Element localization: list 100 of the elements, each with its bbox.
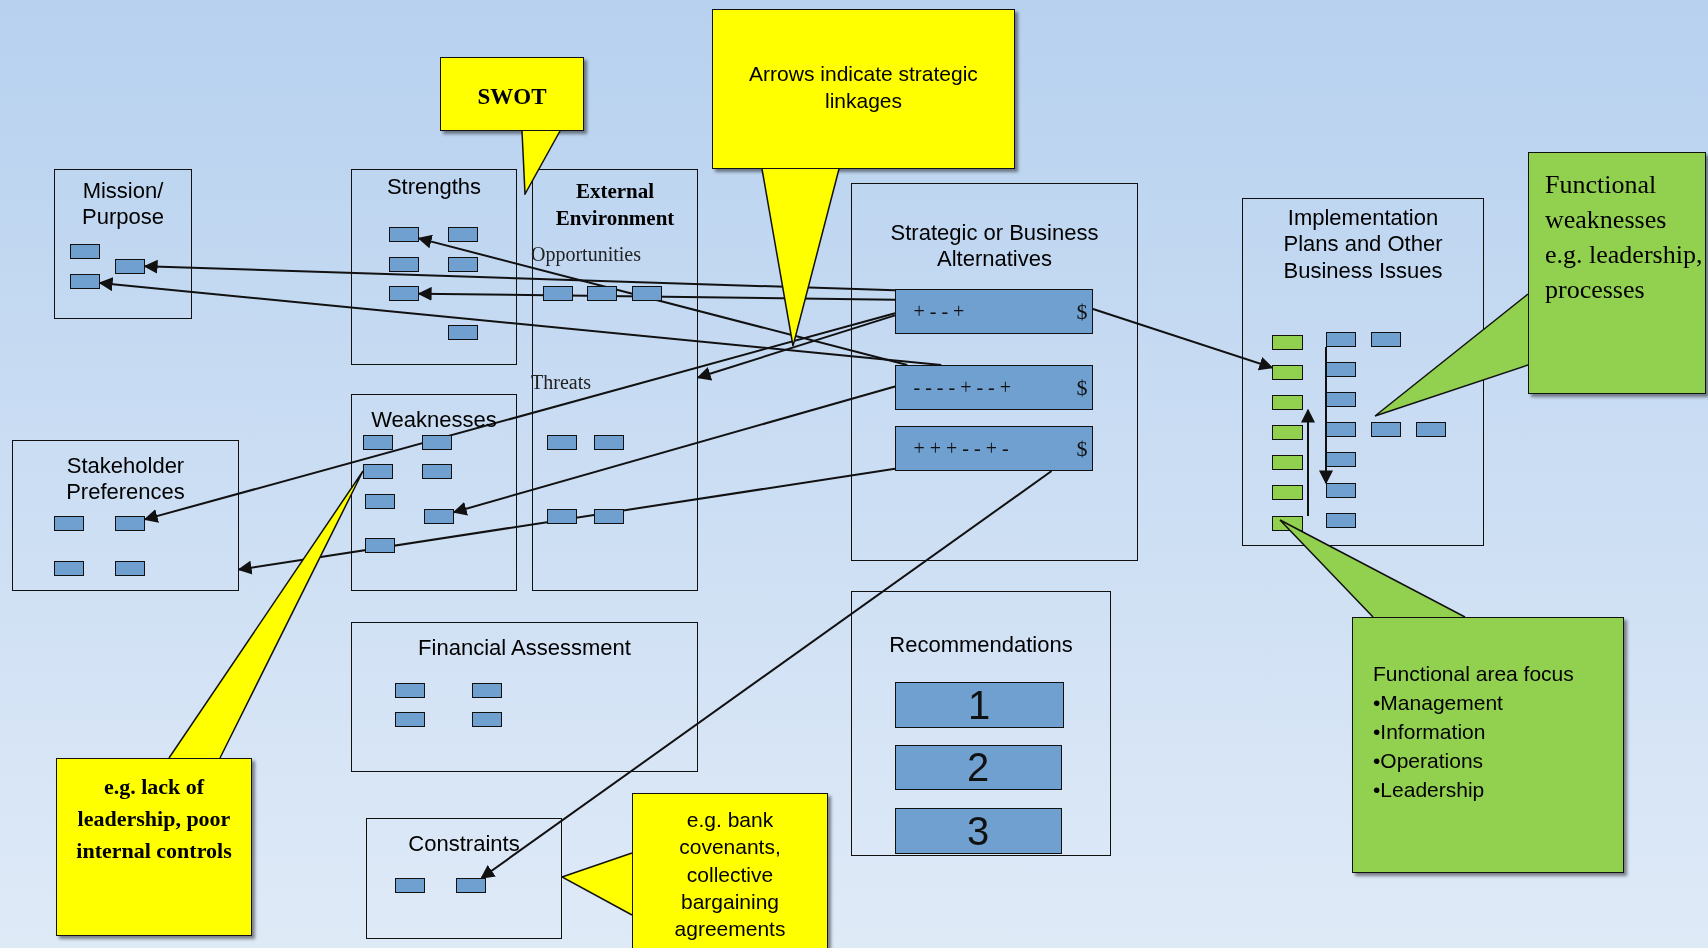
score-text: - - - - + - - + [913, 375, 1012, 400]
callout-text: Functional weaknesses e.g. leadership, processes [1545, 169, 1704, 307]
item-rectangle [1271, 424, 1303, 440]
item-rectangle [1415, 421, 1446, 437]
item-rectangle [394, 877, 425, 893]
callout-text: •Information [1373, 718, 1487, 745]
item-rectangle [1271, 364, 1303, 380]
item-rectangle [423, 508, 454, 524]
callout-text: e.g. lack of leadership, poor internal controls [75, 773, 233, 865]
panel [54, 169, 192, 319]
callout-text: Functional area focus [1373, 661, 1575, 687]
item-rectangle [631, 285, 662, 301]
item-rectangle [388, 256, 419, 272]
item-rectangle [114, 515, 145, 531]
item-rectangle [1325, 421, 1356, 437]
panel [366, 818, 562, 939]
alternative-bar [894, 288, 1093, 334]
item-rectangle [394, 682, 425, 698]
dollar-sign: $ [1076, 373, 1088, 402]
speech-callout [712, 9, 1015, 169]
arrow [452, 385, 896, 516]
arrow [480, 470, 1053, 879]
item-rectangle [1325, 391, 1356, 407]
panel-title: Recommendations [889, 632, 1073, 659]
item-rectangle [114, 258, 145, 274]
item-rectangle [1325, 361, 1356, 377]
item-rectangle [447, 256, 478, 272]
panel-title: Strategic or Business Alternatives [889, 220, 1100, 273]
panel-title: Weaknesses [371, 407, 497, 434]
speech-callout [1352, 617, 1624, 873]
item-rectangle [447, 324, 478, 340]
alternative-bar [894, 364, 1093, 410]
panel [532, 169, 698, 591]
speech-callout [632, 793, 828, 948]
panel [351, 169, 517, 365]
item-rectangle [388, 226, 419, 242]
item-rectangle [1370, 331, 1401, 347]
item-rectangle [362, 463, 393, 479]
recommendation-bar [894, 807, 1062, 854]
item-rectangle [53, 515, 84, 531]
item-rectangle [1271, 484, 1303, 500]
item-rectangle [593, 508, 624, 524]
item-rectangle [364, 537, 395, 553]
panel [851, 183, 1138, 561]
item-rectangle [421, 434, 452, 450]
panel-title: Financial Assessment [418, 635, 631, 662]
item-rectangle [1325, 331, 1356, 347]
item-rectangle [53, 560, 84, 576]
panel-title: Constraints [408, 831, 520, 858]
item-rectangle [69, 243, 100, 259]
panel [1242, 198, 1484, 546]
item-rectangle [447, 226, 478, 242]
recommendation-bar [894, 681, 1064, 728]
dollar-sign: $ [1076, 434, 1088, 463]
callout-text: •Leadership [1373, 776, 1486, 803]
item-rectangle [593, 434, 624, 450]
recommendation-number: 2 [966, 747, 990, 787]
callout-text: e.g. bank covenants, collective bargaining agreements [673, 807, 787, 943]
item-rectangle [471, 682, 502, 698]
recommendation-number: 1 [967, 684, 991, 725]
arrow [696, 314, 896, 381]
arrow [1319, 346, 1333, 485]
dollar-sign: $ [1076, 297, 1088, 326]
item-rectangle [546, 434, 577, 450]
panel-title: External Environment [554, 178, 676, 233]
item-rectangle [69, 273, 100, 289]
arrow [143, 312, 896, 523]
item-rectangle [586, 285, 617, 301]
item-rectangle [1325, 482, 1356, 498]
arrow [1092, 308, 1274, 371]
arrow [98, 277, 943, 366]
score-text: + + + - - + - [913, 436, 1009, 461]
score-text: + - - + [913, 299, 965, 324]
item-rectangle [1325, 512, 1356, 528]
callout-text: •Management [1373, 689, 1504, 716]
callout-text: Arrows indicate strategic linkages [748, 61, 979, 115]
callout-text: •Operations [1373, 747, 1485, 774]
recommendation-number: 3 [966, 810, 990, 851]
item-rectangle [388, 285, 419, 301]
recommendation-bar [894, 744, 1062, 790]
item-rectangle [1271, 454, 1303, 470]
item-rectangle [394, 711, 425, 727]
alternative-bar [894, 425, 1093, 471]
panel-title: Implementation Plans and Other Business Issues [1282, 205, 1444, 285]
arrow [417, 234, 909, 366]
arrow [143, 259, 896, 292]
item-rectangle [1271, 394, 1303, 410]
panel [12, 440, 239, 591]
item-rectangle [364, 493, 395, 509]
callout-text: SWOT [477, 83, 547, 111]
panel [351, 622, 698, 772]
item-rectangle [421, 463, 452, 479]
arrow [1301, 408, 1315, 517]
item-rectangle [455, 877, 486, 893]
item-rectangle [546, 508, 577, 524]
item-rectangle [1271, 334, 1303, 350]
panel-title: Strengths [386, 174, 482, 201]
speech-callout [56, 758, 252, 936]
panel [851, 591, 1111, 856]
item-rectangle [1325, 451, 1356, 467]
